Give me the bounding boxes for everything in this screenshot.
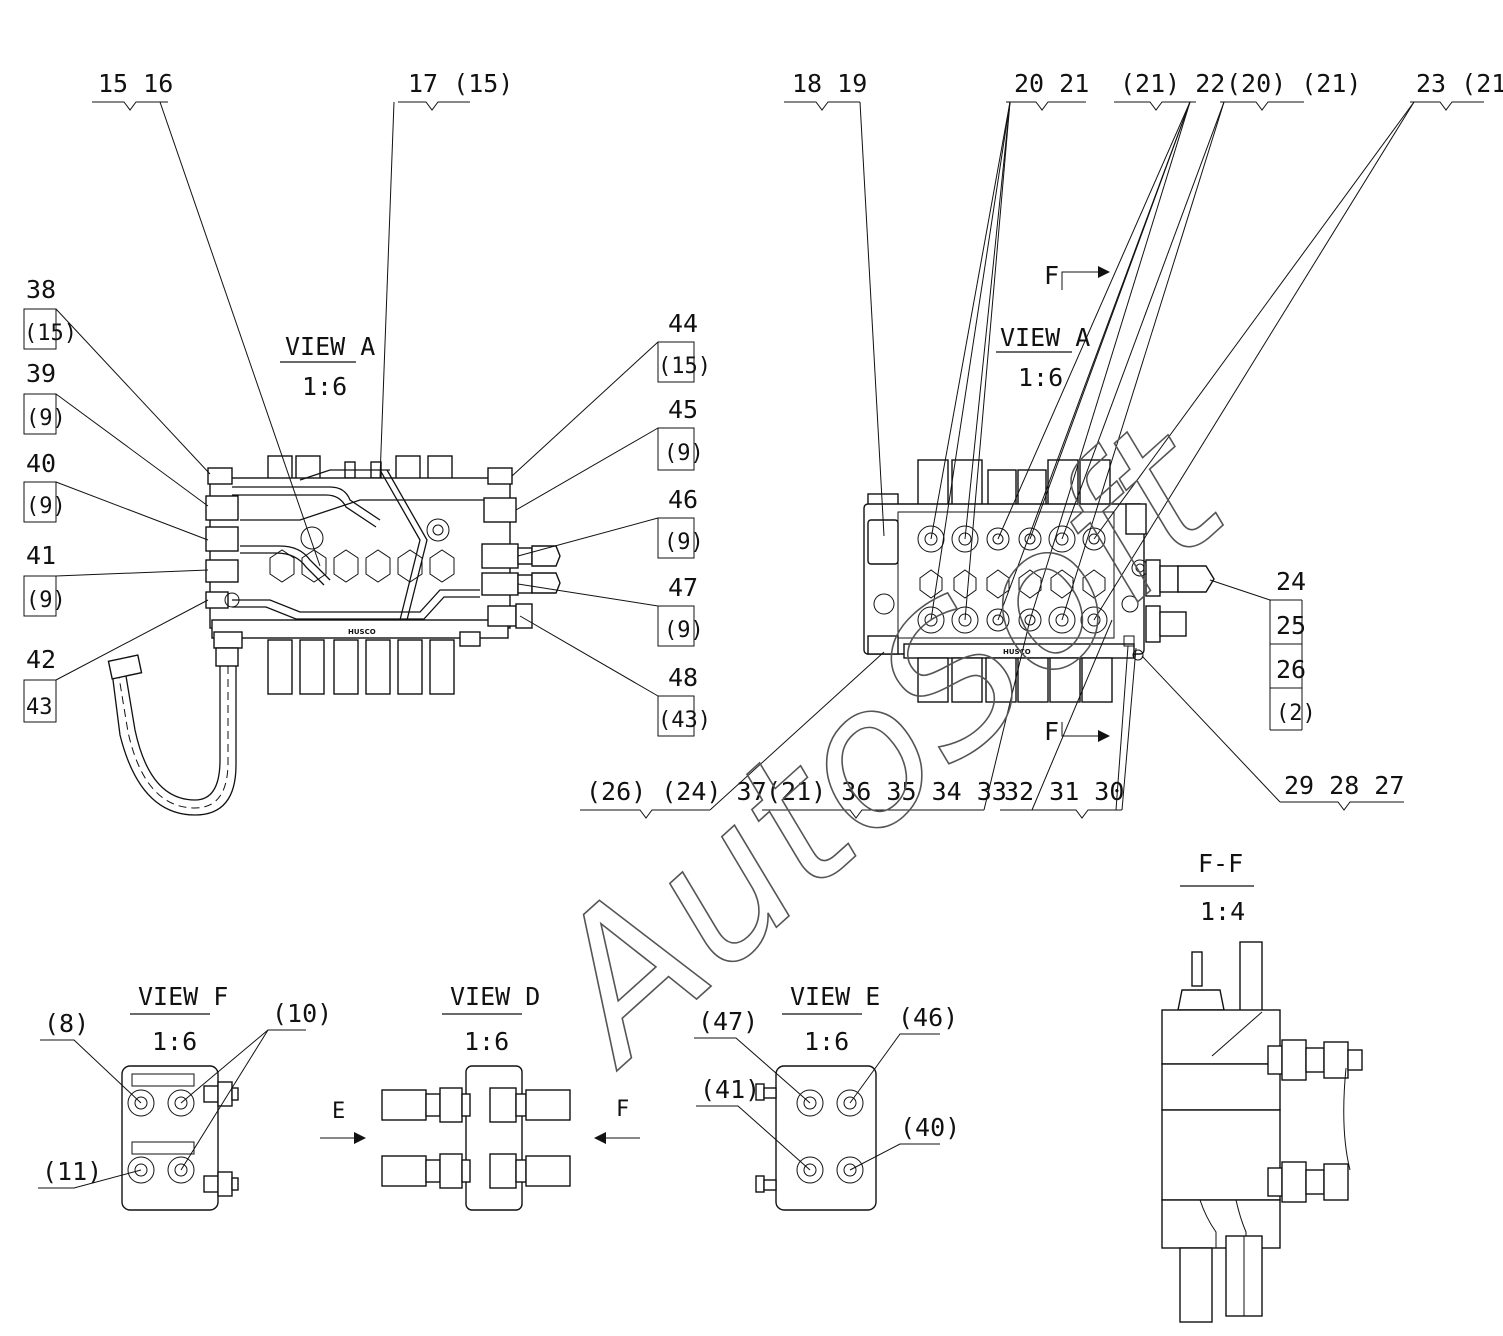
callout-40: 40 (26, 449, 56, 478)
callout-24: 24 (1276, 567, 1306, 596)
callout-21-22: (21) 22 (1120, 69, 1225, 98)
section-ff-title: F-F (1198, 849, 1243, 878)
callout-20-21b: (20) (21) (1226, 69, 1361, 98)
left-brand-label: HUSCO (348, 628, 376, 636)
view-e-callout-47: (47) (698, 1007, 758, 1036)
section-mark-f-top: F (1044, 261, 1059, 290)
callout-25: 25 (1276, 611, 1306, 640)
section-ff-scale: 1:4 (1200, 897, 1245, 926)
right-view-a-scale: 1:6 (1018, 363, 1063, 392)
hose (107, 647, 239, 816)
left-view-a-scale: 1:6 (302, 372, 347, 401)
top-spool-caps (267, 455, 453, 481)
section-ff-fittings (1267, 1039, 1363, 1203)
callout-39: 39 (26, 359, 56, 388)
callout-32-31-30: 32 31 30 (1004, 777, 1124, 806)
view-f-scale: 1:6 (152, 1027, 197, 1056)
view-f-callout-11: (11) (42, 1157, 102, 1186)
ports-row-bottom (917, 606, 1108, 634)
view-d-title: VIEW D (450, 982, 540, 1011)
view-f: VIEW F 1:6 (8) (10) (11) (38, 982, 332, 1211)
view-f-callout-8: (8) (44, 1009, 89, 1038)
right-brand-label: HUSCO (1003, 648, 1031, 656)
callout-46: 46 (668, 485, 698, 514)
callout-23-21: 23 (21) (1416, 69, 1503, 98)
callout-43: 43 (26, 695, 53, 720)
right-view-a: VIEW A 1:6 F F HUSCO (863, 261, 1215, 746)
callout-2: (2) (1276, 701, 1316, 726)
callout-9d: (9) (664, 441, 704, 466)
arrow-left-icon (594, 1132, 606, 1144)
callout-43b: (43) (658, 708, 711, 733)
callout-9c: (9) (26, 588, 66, 613)
left-fittings (205, 467, 561, 629)
callout-21-36-35-34-33: (21) 36 35 34 33 (766, 777, 1007, 806)
callout-44: 44 (668, 309, 698, 338)
view-d-arrow-f-label: F (616, 1097, 629, 1122)
ports-row-top (917, 525, 1106, 553)
view-f-callout-10: (10) (272, 999, 332, 1028)
right-callouts: 18 19 20 21 (21) 22 (20) (21) 23 (21) 24… (580, 69, 1503, 819)
callout-26: 26 (1276, 655, 1306, 684)
callout-38: 38 (26, 275, 56, 304)
view-e-title: VIEW E (790, 982, 880, 1011)
bottom-spools (213, 631, 481, 695)
callout-9b: (9) (26, 494, 66, 519)
callout-18-19: 18 19 (792, 69, 867, 98)
view-f-title: VIEW F (138, 982, 228, 1011)
callout-17-15: 17 (15) (408, 69, 513, 98)
view-e: VIEW E 1:6 (47) (46) (41) (40) (694, 982, 960, 1211)
hex-row (919, 569, 1106, 599)
callout-15-16: 15 16 (98, 69, 173, 98)
callout-15a: (15) (24, 321, 77, 346)
left-callouts: 15 16 17 (15) 38 (15) 39 (9) 40 (9) 41 (… (23, 69, 711, 737)
right-side-fittings (867, 519, 1215, 661)
callout-42: 42 (26, 645, 56, 674)
view-e-callout-46: (46) (898, 1003, 958, 1032)
right-view-a-title: VIEW A (1000, 323, 1090, 352)
right-bottom-spools (917, 657, 1113, 703)
section-mark-f-bottom: F (1044, 717, 1059, 746)
view-d-scale: 1:6 (464, 1027, 509, 1056)
right-top-spools (867, 459, 1111, 509)
callout-26-24-37: (26) (24) 37 (586, 777, 767, 806)
left-view-a: VIEW A 1:6 HUSCO (107, 332, 561, 816)
view-d: VIEW D 1:6 E F (320, 982, 640, 1211)
callout-9f: (9) (664, 618, 704, 643)
view-e-callout-41: (41) (700, 1075, 760, 1104)
watermark: AutoSoft (498, 381, 1268, 1105)
left-view-a-title: VIEW A (285, 332, 375, 361)
arrow-right-icon (354, 1132, 366, 1144)
callout-45: 45 (668, 395, 698, 424)
section-f-f: F-F 1:4 (1161, 849, 1363, 1323)
callout-47: 47 (668, 573, 698, 602)
callout-15b: (15) (658, 354, 711, 379)
view-e-callout-40: (40) (900, 1113, 960, 1142)
view-d-fittings (381, 1087, 571, 1189)
callout-29-28-27: 29 28 27 (1284, 771, 1404, 800)
left-tubes (232, 469, 500, 621)
view-e-scale: 1:6 (804, 1027, 849, 1056)
callout-48: 48 (668, 663, 698, 692)
callout-9e: (9) (664, 530, 704, 555)
callout-41: 41 (26, 541, 56, 570)
callout-20-21: 20 21 (1014, 69, 1089, 98)
view-d-arrow-e-label: E (332, 1099, 345, 1124)
callout-9a: (9) (26, 406, 66, 431)
